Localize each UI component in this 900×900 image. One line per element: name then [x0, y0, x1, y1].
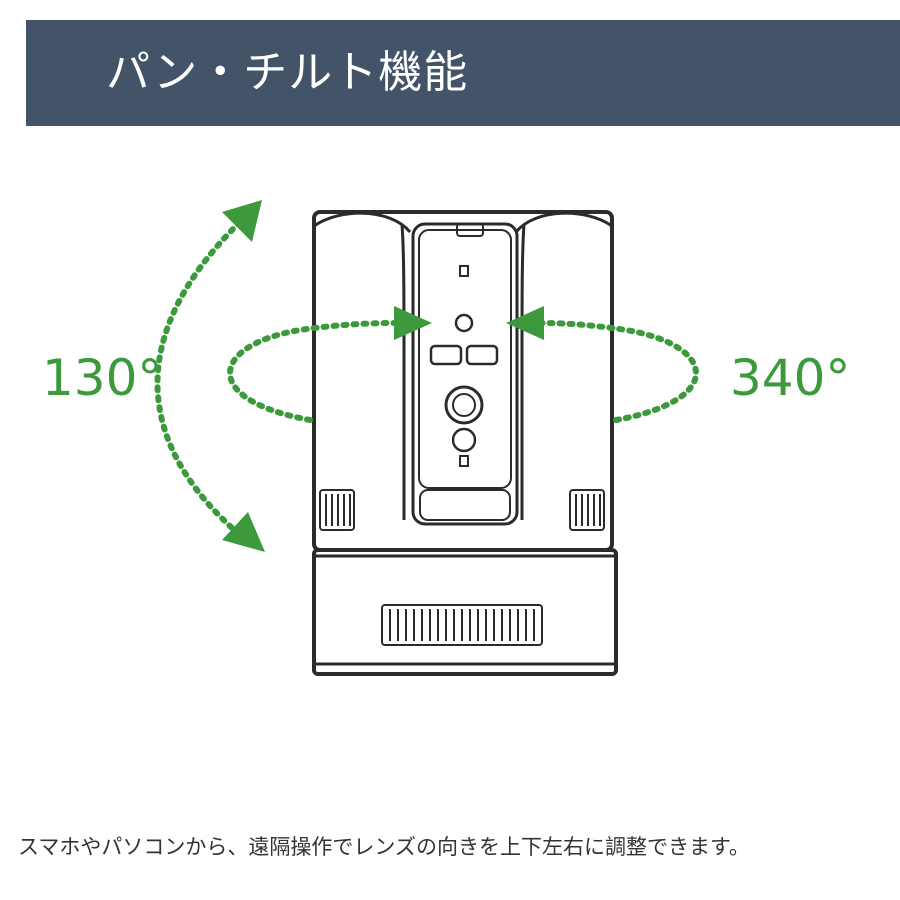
section-title: パン・チルト機能 — [106, 47, 469, 98]
tilt-arrow-icon — [154, 200, 265, 552]
description-text: スマホやパソコンから、遠隔操作でレンズの向きを上下左右に調整できます。 — [18, 835, 750, 859]
pan-arrow-icon — [227, 306, 699, 423]
section-header-bar — [26, 20, 900, 126]
pan-tilt-illustration: 130° 340° — [42, 200, 850, 676]
tilt-angle-label: 130° — [42, 349, 162, 407]
security-camera-icon — [312, 210, 618, 676]
pan-angle-label: 340° — [730, 349, 850, 407]
